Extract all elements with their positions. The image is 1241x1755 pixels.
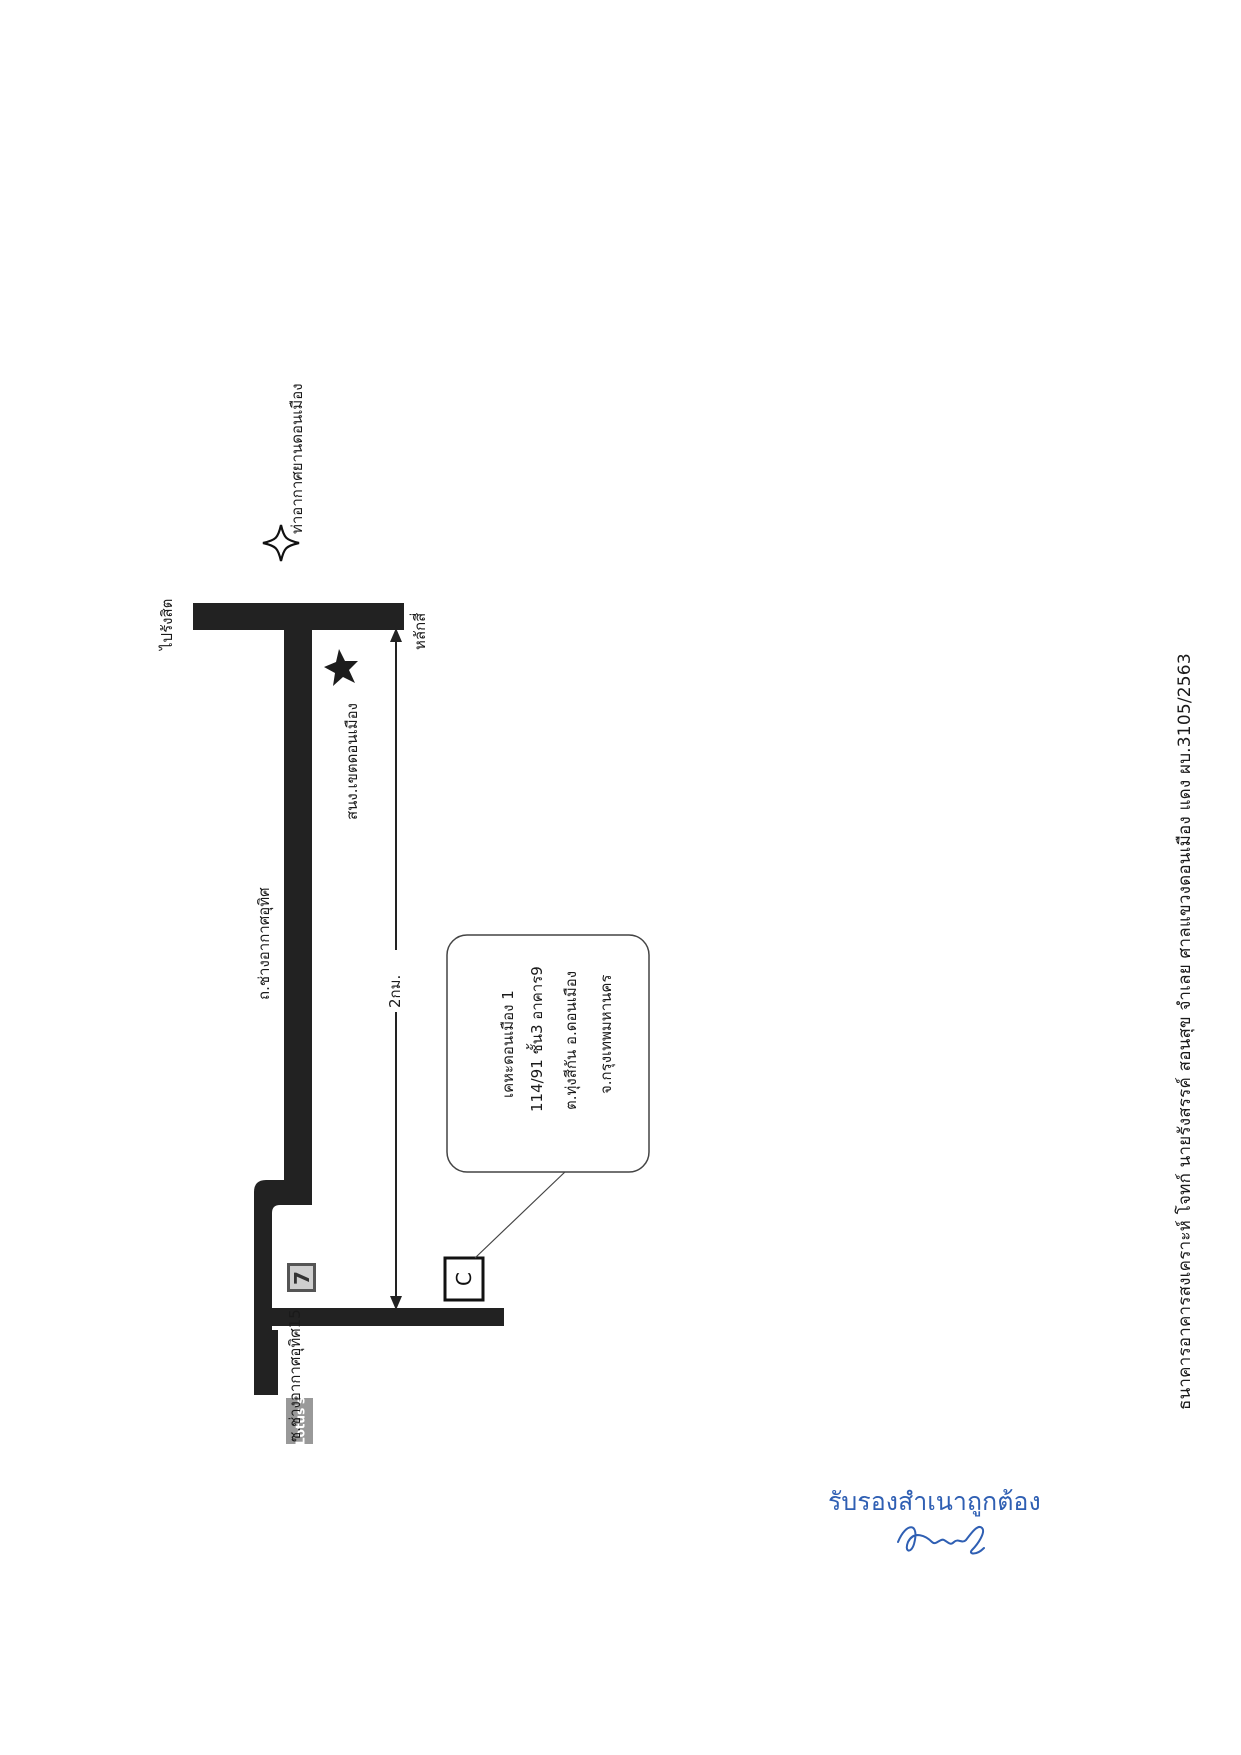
label-district-office: สนง.เขตดอนเมือง <box>343 703 361 820</box>
condo-marker: C <box>443 1256 485 1302</box>
label-main-road: ถ.ช่างอากาศอุทิศ <box>255 887 273 1000</box>
label-lak-si: หลักสี่ <box>411 612 429 650</box>
certified-copy-text: รับรองสำเนาถูกต้อง <box>828 1487 1041 1516</box>
signature <box>897 1526 985 1555</box>
main-road <box>284 620 312 1185</box>
label-to-rangsit: ไปรังสิต <box>158 598 176 650</box>
footer-case-text: ธนาคารอาคารสงเคราะห์ โจทก์ นายรังสรรค์ ส… <box>1175 653 1195 1410</box>
label-airport: ท่าอากาศยานดอนเมือง <box>288 383 306 534</box>
soi-15-road <box>272 1308 504 1326</box>
svg-text:7: 7 <box>290 1271 314 1285</box>
address-line-2: 114/91 ชั้น3 อาคาร9 <box>528 966 546 1112</box>
condo-marker-label: C <box>452 1272 476 1286</box>
lower-road <box>254 1330 278 1395</box>
callout-leader <box>474 1169 568 1259</box>
address-line-3: ต.ทุ่งสีกัน อ.ดอนเมือง <box>562 970 580 1110</box>
address-callout <box>446 934 650 1173</box>
address-line-1: เคหะดอนเมือง 1 <box>499 990 517 1098</box>
airport-icon <box>262 524 300 562</box>
distance-line <box>385 628 407 1310</box>
lotus-logo-text: Lotus's <box>294 1397 308 1445</box>
lotus-logo: Lotus's <box>286 1397 313 1445</box>
seven-eleven-icon: 7 <box>287 1263 316 1292</box>
label-soi-15: ซ.ช่างอากาศอุทิศ15 <box>286 1309 304 1442</box>
star-icon <box>324 649 358 686</box>
address-line-4: จ.กรุงเทพมหานคร <box>597 974 615 1094</box>
label-distance: 2กม. <box>386 974 404 1008</box>
